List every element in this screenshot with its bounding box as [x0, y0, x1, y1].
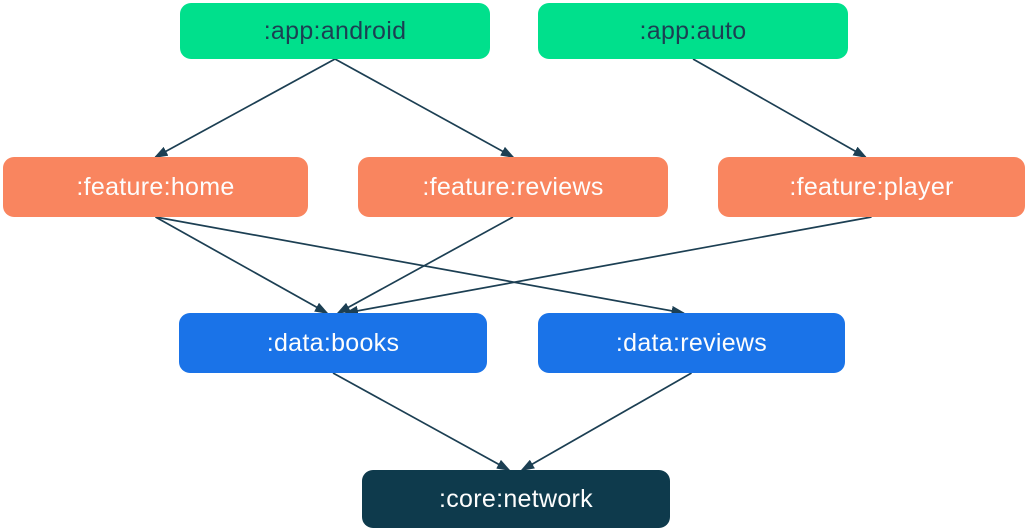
- edge-data-books-to-core-network: [332, 372, 511, 471]
- node-label: :core:network: [439, 484, 593, 513]
- edge-feature-home-to-data-books: [155, 216, 329, 314]
- node-app-auto: :app:auto: [538, 3, 848, 59]
- node-feature-player: :feature:player: [718, 157, 1025, 217]
- node-label: :feature:home: [76, 172, 235, 201]
- edge-app-auto-to-feature-player: [692, 58, 868, 158]
- node-label: :data:reviews: [615, 328, 768, 357]
- node-app-android: :app:android: [180, 3, 490, 59]
- node-label: :feature:reviews: [422, 172, 604, 201]
- node-core-network: :core:network: [362, 470, 670, 528]
- edge-feature-player-to-data-books: [344, 216, 872, 316]
- node-label: :app:android: [263, 16, 407, 45]
- edge-feature-reviews-to-data-books: [336, 216, 514, 314]
- node-label: :feature:player: [789, 172, 954, 201]
- node-label: :data:books: [266, 328, 400, 357]
- edge-data-reviews-to-core-network: [520, 372, 692, 471]
- edge-feature-home-to-data-reviews: [155, 216, 686, 316]
- node-feature-home: :feature:home: [3, 157, 308, 217]
- node-label: :app:auto: [639, 16, 747, 45]
- edge-app-android-to-feature-home: [153, 58, 336, 158]
- edge-app-android-to-feature-reviews: [334, 58, 515, 158]
- node-data-books: :data:books: [179, 313, 487, 373]
- node-feature-reviews: :feature:reviews: [358, 157, 668, 217]
- node-data-reviews: :data:reviews: [538, 313, 845, 373]
